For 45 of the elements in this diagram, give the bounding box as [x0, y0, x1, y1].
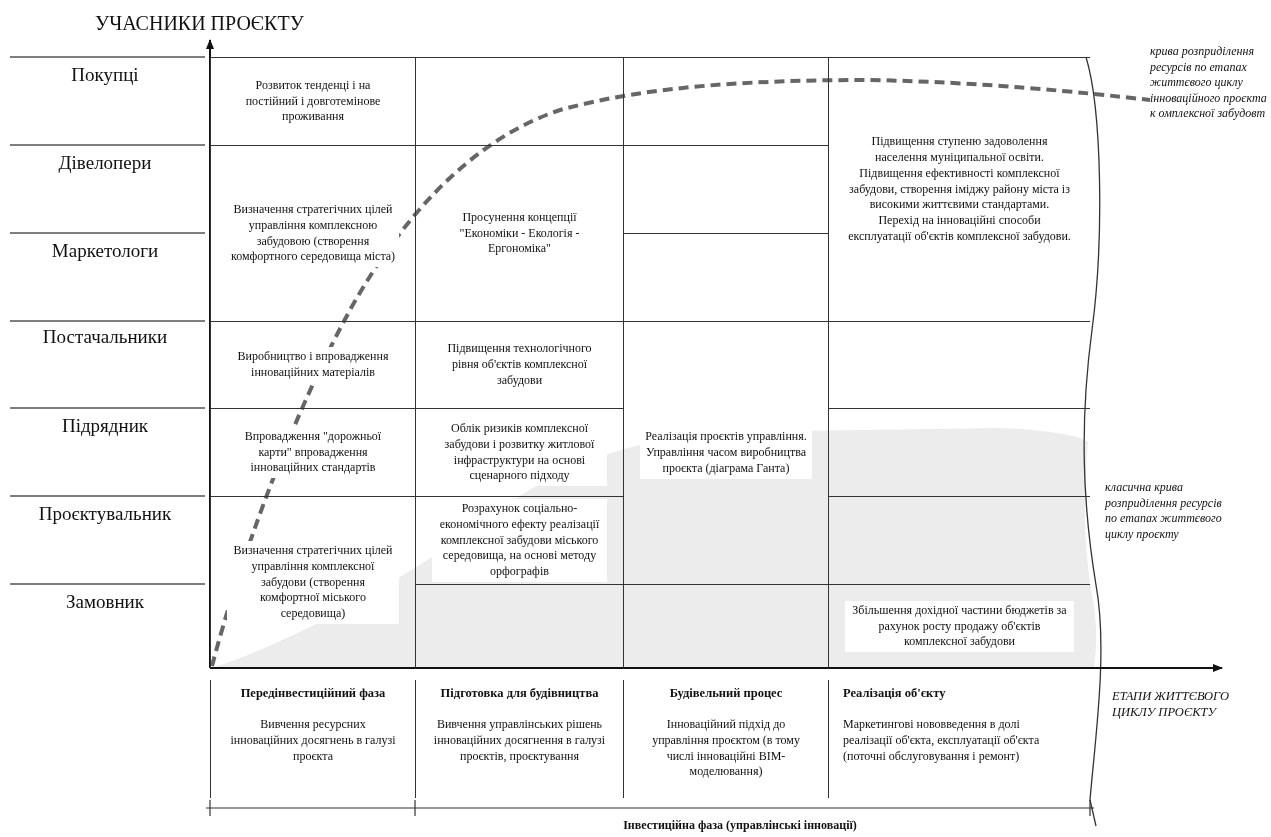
cell-text: Визначення стратегічних цілей управління комплексної забудови (створення комфортної міського середовища) — [227, 540, 399, 625]
phase-heading: Будівельний процес — [669, 686, 783, 701]
matrix-cell — [415, 321, 623, 408]
row-label: Постачальники — [41, 325, 169, 349]
row-label: Маркетологи — [50, 239, 160, 263]
matrix-cell — [210, 57, 415, 145]
matrix-cell — [210, 496, 415, 668]
matrix-cell — [415, 496, 623, 584]
curve-annotation: класична крива розприділення ресурсів по етапах життєвого циклу проєкту — [1105, 480, 1223, 543]
empty-cell — [415, 584, 623, 668]
empty-cell — [828, 496, 1090, 584]
empty-cell — [623, 57, 828, 145]
row-label: Замовник — [65, 590, 145, 614]
matrix-cell — [828, 584, 1090, 668]
phase-heading: Реалізація об'єкту — [843, 686, 946, 701]
row-label: Проєктувальник — [37, 502, 173, 526]
axis-title: ЕТАПИ ЖИТТЄВОГО ЦИКЛУ ПРОЄКТУ — [1112, 688, 1231, 721]
cell-text: Розрахунок соціально-економічного ефекту реалізації комплексної забудови міського середовища, на основі методу орфографів — [432, 498, 607, 583]
phase-span-label: Інвестиційна фаза (управлінські інновації) — [622, 818, 858, 834]
matrix-cell — [828, 57, 1090, 321]
curve-annotation: крива розприділення ресурсів по етапах життєвого циклу інноваційного проєкта к омплексної забудовт — [1150, 44, 1268, 122]
matrix-cell — [210, 321, 415, 408]
empty-cell — [415, 57, 623, 145]
phase-description: Вивчення управлінських рішень інноваційних досягнення в галузі проєктів, проєктування — [432, 717, 607, 765]
matrix-cell — [415, 408, 623, 496]
row-label: Покупці — [70, 63, 140, 87]
matrix-cell — [210, 408, 415, 496]
row-label: Підрядник — [60, 414, 150, 438]
empty-cell — [828, 321, 1090, 408]
matrix-cell — [210, 145, 415, 321]
phase-description: Інноваційний підхід до управління проєктом (в тому числі інноваційні BIM-моделювання) — [651, 717, 801, 781]
empty-cell — [623, 145, 828, 233]
cell-text: Реалізація проєктів управління. Управління часом виробництва проєкта (діаграма Ганта) — [640, 427, 812, 479]
phase-description: Маркетингові нововведення в долі реалізації об'єкта, експлуатації об'єкта (поточні обслуговування і ремонт) — [843, 717, 1041, 765]
phase-heading: Підготовка для будівництва — [440, 686, 599, 701]
matrix-cell — [415, 145, 623, 321]
phase-heading: Передінвестиційний фаза — [240, 686, 386, 701]
empty-cell — [623, 233, 828, 321]
empty-cell — [623, 584, 828, 668]
empty-cell — [828, 408, 1090, 496]
row-label: Дівелопери — [57, 151, 153, 175]
axis-title: УЧАСНИКИ ПРОЄКТУ — [95, 11, 305, 36]
cell-text: Збільшення дохідної частини бюджетів за рахунок росту продажу об'єктів комплексної забудови — [845, 600, 1074, 653]
matrix-cell — [623, 321, 828, 584]
phase-description: Вивчення ресурсних інноваційних досягнень в галузі проєкта — [229, 717, 397, 765]
